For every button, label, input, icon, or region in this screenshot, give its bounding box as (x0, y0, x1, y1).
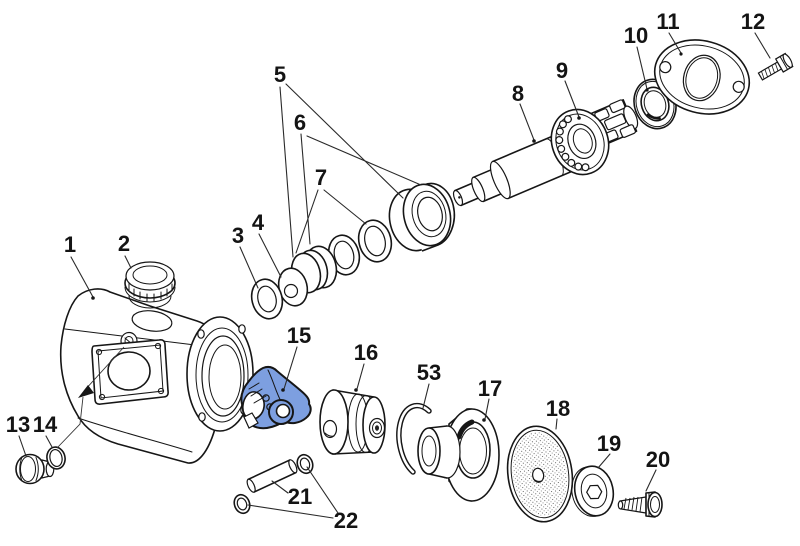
part-label-18: 18 (546, 396, 570, 421)
part-label-8: 8 (512, 81, 524, 106)
part-labels: 1 2 3 4 5 6 7 8 9 10 11 12 13 14 15 16 1… (6, 9, 765, 533)
retainer-washer (571, 465, 615, 517)
part-label-16: 16 (354, 340, 378, 365)
diaphragm-disc (506, 425, 574, 523)
part-label-1: 1 (64, 232, 76, 257)
part-label-15: 15 (287, 323, 311, 348)
part-label-14: 14 (33, 412, 58, 437)
pump-housing (59, 288, 254, 464)
pin-ring-lower (233, 493, 251, 515)
part-label-22: 22 (334, 508, 358, 533)
seal-washer (46, 446, 66, 470)
part-label-7: 7 (315, 165, 327, 190)
bushing-3 (250, 278, 284, 320)
part-label-3: 3 (232, 223, 244, 248)
piston (319, 389, 386, 455)
piston-pin (246, 459, 298, 493)
part-label-19: 19 (597, 431, 621, 456)
side-cover-plate (91, 339, 169, 405)
part-label-2: 2 (118, 231, 130, 256)
part-label-5: 5 (274, 62, 286, 87)
part-label-13: 13 (6, 412, 30, 437)
part-label-9: 9 (556, 58, 568, 83)
part-label-53: 53 (417, 360, 441, 385)
seal-ring-7b (357, 219, 393, 263)
part-label-4: 4 (252, 210, 265, 235)
boot-cup (417, 408, 500, 502)
leader-lines (18, 32, 771, 519)
part-label-20: 20 (646, 447, 670, 472)
snap-ring (396, 402, 432, 475)
washer-4 (277, 267, 309, 307)
part-label-12: 12 (741, 9, 765, 34)
seal-cup-large (388, 182, 456, 252)
part-label-6: 6 (294, 110, 306, 135)
hex-bolt (617, 491, 663, 518)
part-label-21: 21 (288, 484, 312, 509)
top-opening (131, 310, 173, 332)
part-label-11: 11 (656, 9, 679, 34)
seal-stack (250, 182, 456, 320)
pin-ring-upper (296, 453, 314, 475)
part-label-10: 10 (624, 23, 648, 48)
part-label-17: 17 (478, 376, 502, 401)
cover-flange-plate (653, 39, 751, 115)
filler-cap (124, 261, 176, 309)
assembly-guide-line (56, 346, 125, 449)
ball-bearing (550, 108, 610, 176)
flange-bolt (757, 52, 794, 81)
shift-fork-highlighted (240, 366, 312, 430)
